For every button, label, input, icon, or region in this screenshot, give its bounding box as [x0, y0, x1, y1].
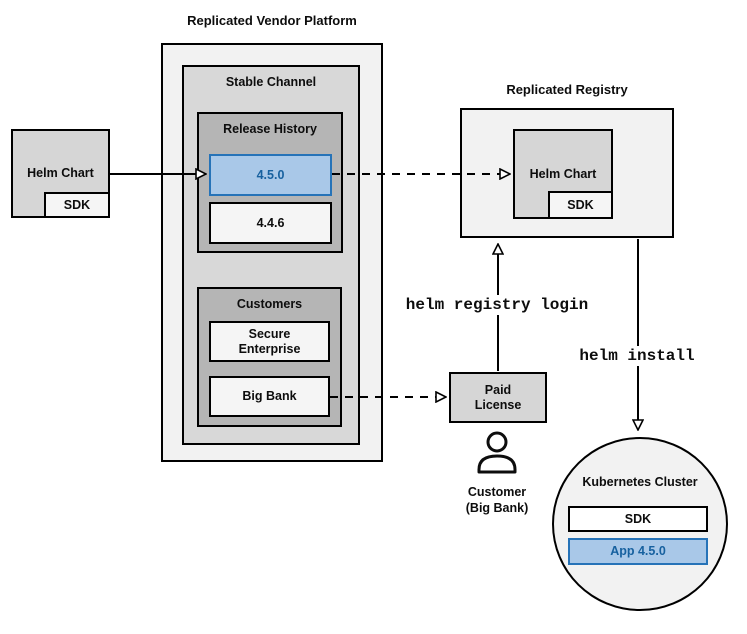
- cluster-app-box: App 4.5.0: [568, 538, 708, 565]
- sdk-label: SDK: [624, 511, 652, 526]
- customer-caption: Customer (Big Bank): [437, 484, 557, 516]
- customers-box: Customers Secure Enterprise Big Bank: [197, 287, 342, 427]
- kubernetes-cluster-circle: Kubernetes Cluster SDK App 4.5.0: [552, 437, 728, 611]
- command-registry-login-label: helm registry login: [400, 295, 594, 315]
- helm-chart-source-label: Helm Chart: [27, 166, 94, 180]
- command-install-label: helm install: [574, 346, 700, 366]
- registry-box: Helm Chart SDK: [460, 108, 674, 238]
- release-history-box: Release History 4.5.0 4.4.6: [197, 112, 343, 253]
- registry-helm-chart-label: Helm Chart: [529, 166, 597, 181]
- stable-channel-label: Stable Channel: [225, 75, 317, 89]
- paid-license-box: Paid License: [449, 372, 547, 423]
- release-version-label: 4.4.6: [256, 215, 285, 230]
- customer-icon: [477, 431, 517, 474]
- cluster-app-label: App 4.5.0: [610, 544, 666, 558]
- customers-label: Customers: [236, 297, 303, 311]
- customer-big-bank-box: Big Bank: [209, 376, 330, 417]
- cluster-sdk-box: SDK: [568, 506, 708, 532]
- platform-box: Stable Channel Release History 4.5.0 4.4…: [161, 43, 383, 462]
- customer-name-label: Big Bank: [242, 389, 297, 403]
- sdk-label: SDK: [567, 197, 594, 212]
- kubernetes-cluster-label: Kubernetes Cluster: [582, 475, 698, 489]
- stable-channel-box: Stable Channel Release History 4.5.0 4.4…: [182, 65, 360, 445]
- source-sdk-badge: SDK: [44, 192, 110, 218]
- registry-sdk-badge: SDK: [548, 191, 613, 219]
- helm-chart-source-box: Helm Chart SDK: [11, 129, 110, 218]
- paid-license-label-line1: Paid: [484, 382, 512, 397]
- customer-secure-enterprise-box: Secure Enterprise: [209, 321, 330, 362]
- customer-caption-line1: Customer: [467, 485, 527, 499]
- release-version-label: 4.5.0: [256, 167, 285, 182]
- release-4-4-6-box: 4.4.6: [209, 202, 332, 244]
- registry-title: Replicated Registry: [506, 82, 628, 97]
- paid-license-label-line2: License: [474, 397, 522, 412]
- platform-title: Replicated Vendor Platform: [187, 13, 357, 28]
- customer-name-label: Secure Enterprise: [238, 326, 301, 356]
- customer-caption-line2: (Big Bank): [465, 501, 529, 515]
- release-4-5-0-box: 4.5.0: [209, 154, 332, 196]
- release-history-label: Release History: [223, 122, 317, 136]
- registry-helm-chart-box: Helm Chart SDK: [513, 129, 613, 219]
- sdk-label: SDK: [63, 197, 91, 212]
